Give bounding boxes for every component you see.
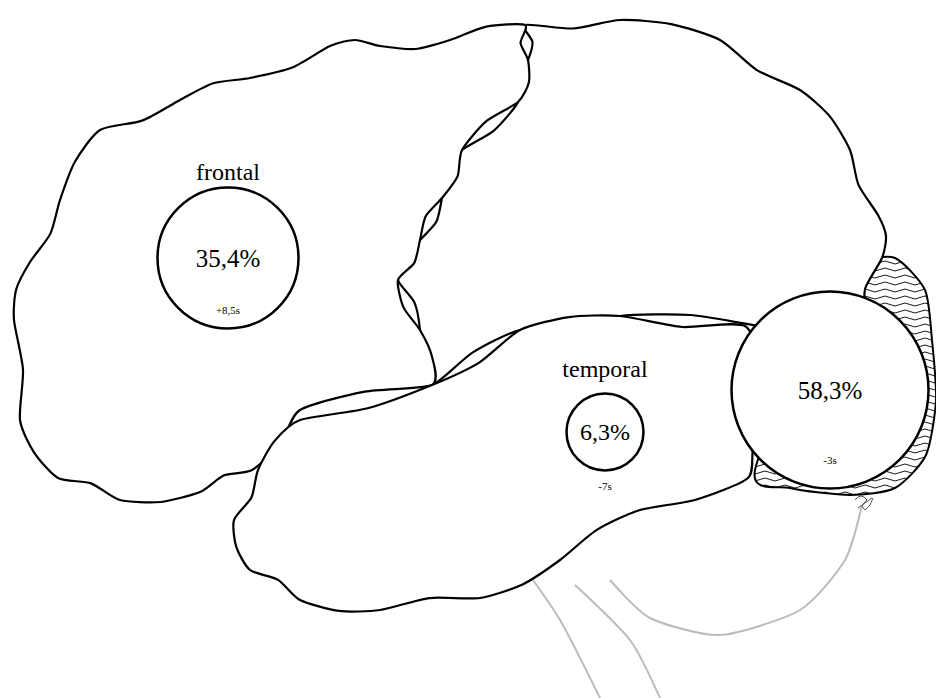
percentage: 35,4% (196, 246, 261, 271)
temporal-lobe (233, 315, 770, 611)
percentage: 6,3% (580, 420, 630, 444)
lobe-name: temporal (562, 357, 647, 381)
time-offset: -7s (598, 481, 611, 492)
cerebellum (610, 505, 862, 635)
lobe-circle: temporal6,3%-7s (565, 392, 645, 472)
lobe-name: frontal (196, 160, 260, 184)
lobe-circle: 58,3% -3s (730, 290, 930, 490)
brainstem (575, 585, 660, 698)
percentage: 58,3% (798, 378, 863, 403)
circle-shape (732, 292, 929, 489)
lobe-circle: frontal35,4%+8,5s (156, 186, 300, 330)
time-offset: +8,5s (216, 305, 240, 316)
brainstem (520, 562, 600, 698)
circle-shape (158, 188, 299, 329)
scribble (855, 496, 873, 510)
circle-shape (567, 394, 644, 471)
time-offset: -3s (823, 455, 836, 466)
